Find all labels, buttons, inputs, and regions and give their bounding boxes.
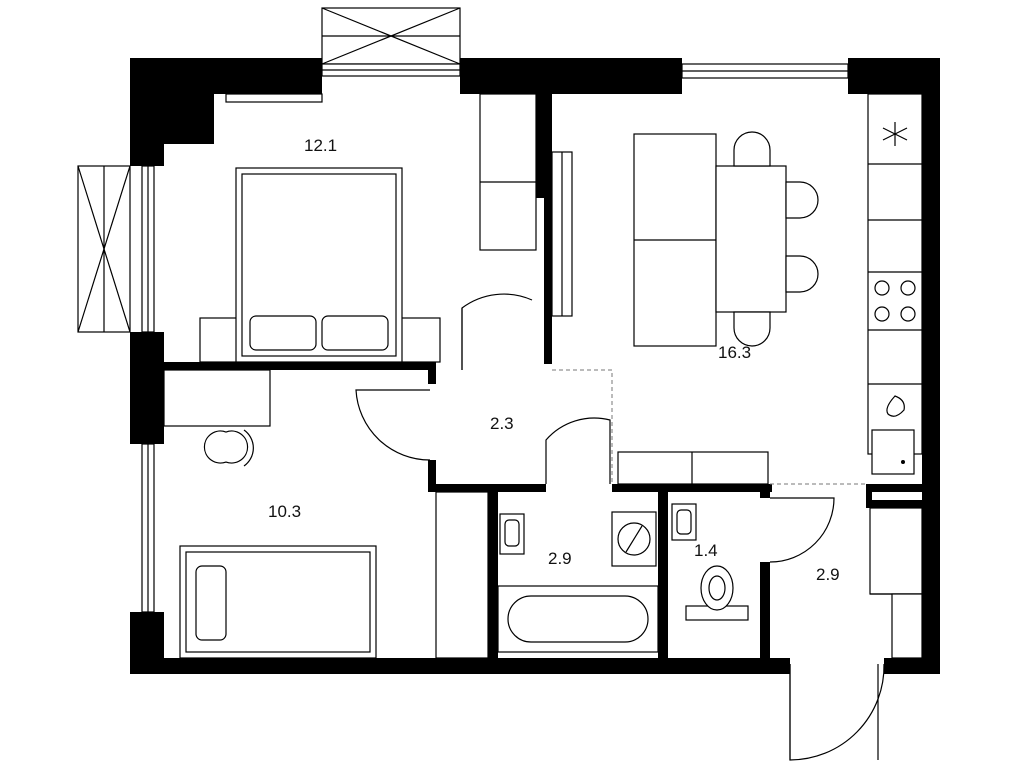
entrance-wardrobe [869, 507, 923, 659]
room-area-bathroom: 2.9 [548, 549, 572, 568]
single-bed-icon [179, 545, 377, 659]
balcony-left [77, 165, 131, 333]
room-area-hallway: 2.3 [490, 414, 514, 433]
dining-table-icon [715, 165, 787, 313]
bed-icon [199, 167, 441, 363]
sofa-icon [633, 133, 717, 347]
fridge-icon [882, 122, 908, 146]
room-area-bedroom: 12.1 [304, 136, 337, 155]
toilet-icon [685, 565, 749, 621]
room-area-children-room: 10.3 [268, 502, 301, 521]
windows [141, 63, 849, 613]
chair-icon [733, 131, 819, 347]
room-area-entrance: 2.9 [816, 565, 840, 584]
kitchen-sink-icon [871, 395, 915, 475]
room-area-toilet: 1.4 [694, 541, 718, 560]
closet [435, 491, 489, 659]
toilet-door [769, 497, 835, 563]
washbasin-icon [499, 513, 525, 555]
wardrobe-icon [479, 93, 537, 251]
washing-machine-icon [611, 511, 657, 567]
kitchen-bench [617, 451, 769, 485]
balcony-top [321, 7, 461, 65]
room-area-kitchen-living: 16.3 [718, 343, 751, 362]
children-door [355, 389, 431, 461]
bathroom-door [545, 417, 611, 484]
stove-icon [874, 280, 916, 322]
kitchen-counter [867, 93, 923, 455]
entrance-door [789, 663, 885, 761]
bedroom-door [461, 293, 533, 370]
washbasin-icon [671, 503, 697, 541]
walls [130, 58, 940, 674]
desk-icon [163, 369, 271, 467]
bathtub-icon [497, 585, 659, 653]
